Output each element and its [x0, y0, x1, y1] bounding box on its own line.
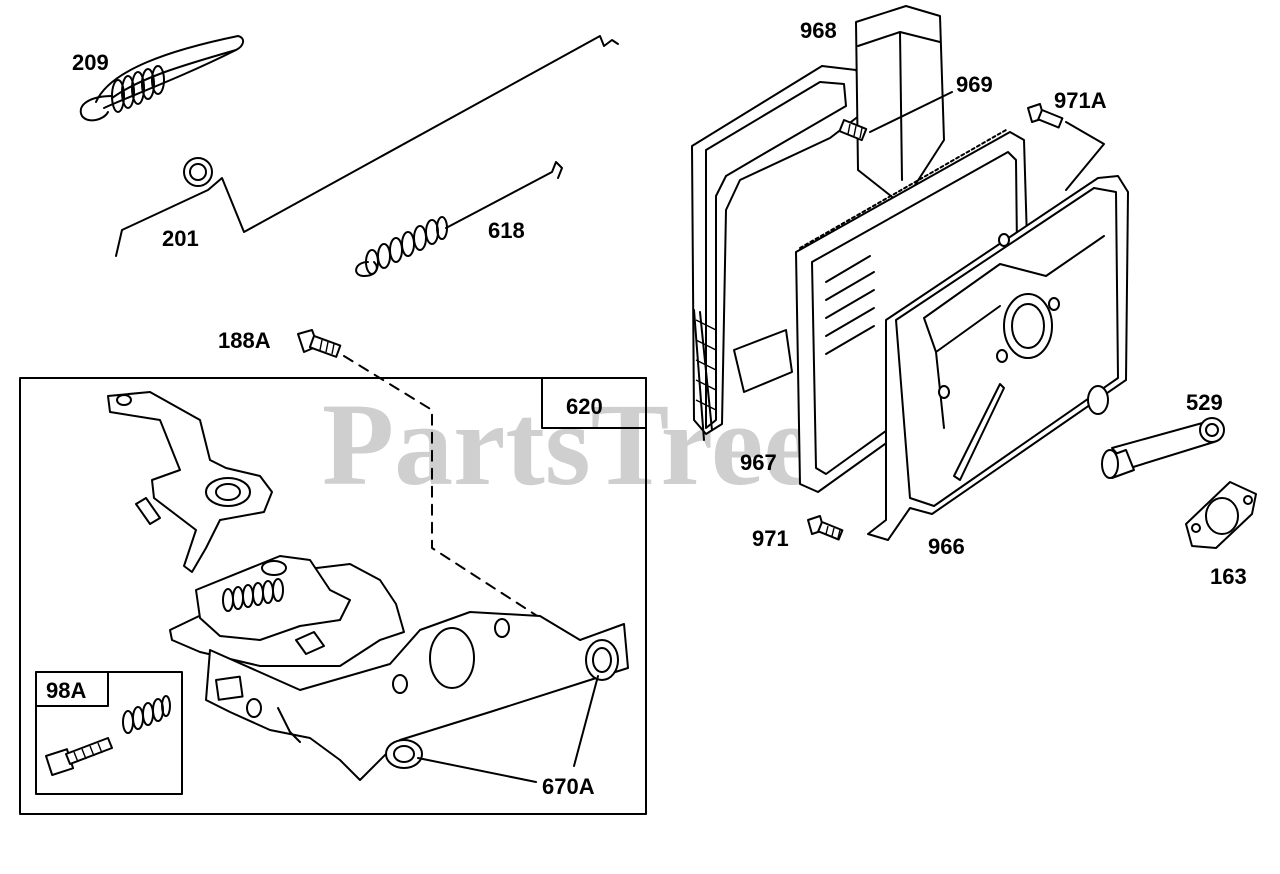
callout-670a: 670A — [542, 774, 595, 799]
part-163-gasket[interactable] — [1185, 481, 1257, 549]
leader-670a-a — [417, 757, 537, 783]
leader-969 — [869, 91, 953, 133]
callout-968: 968 — [800, 18, 837, 43]
part-966-air-cleaner-cover[interactable] — [867, 175, 1129, 541]
callout-966: 966 — [928, 534, 965, 559]
callout-98a: 98A — [46, 678, 86, 703]
part-620-governor-bracket[interactable] — [107, 391, 629, 781]
filter-pleat-pattern — [825, 255, 875, 355]
callout-529: 529 — [1186, 390, 1223, 415]
leader-670a-b — [573, 675, 599, 767]
part-209-spring[interactable] — [79, 35, 244, 122]
callout-969: 969 — [956, 72, 993, 97]
leader-971a — [1065, 121, 1105, 191]
part-971-screw[interactable] — [807, 515, 844, 541]
part-620-governor-spring — [222, 578, 284, 612]
callout-967: 967 — [740, 450, 777, 475]
part-971a-screw[interactable] — [1027, 103, 1064, 129]
callout-201: 201 — [162, 226, 199, 251]
part-969-screw[interactable] — [838, 119, 868, 142]
callout-620: 620 — [566, 394, 603, 419]
assembly-620-frame — [19, 377, 647, 815]
watermark-text: PartsTree — [322, 379, 816, 510]
part-98a-screw-and-spring[interactable] — [45, 695, 171, 777]
callout-618: 618 — [488, 218, 525, 243]
callout-188a: 188A — [218, 328, 271, 353]
callout-163: 163 — [1210, 564, 1247, 589]
callout-971a: 971A — [1054, 88, 1107, 113]
part-529-breather-tube[interactable] — [1101, 417, 1225, 479]
part-201-link[interactable] — [115, 35, 619, 257]
leader-188a-dashed — [343, 355, 591, 651]
part-968-air-cleaner-base[interactable] — [691, 5, 945, 441]
assembly-98a-tag — [35, 671, 109, 707]
callout-209: 209 — [72, 50, 109, 75]
part-618-spring[interactable] — [355, 161, 563, 277]
callout-971: 971 — [752, 526, 789, 551]
part-188a-screw[interactable] — [297, 329, 342, 358]
assembly-620-tag — [541, 377, 647, 429]
